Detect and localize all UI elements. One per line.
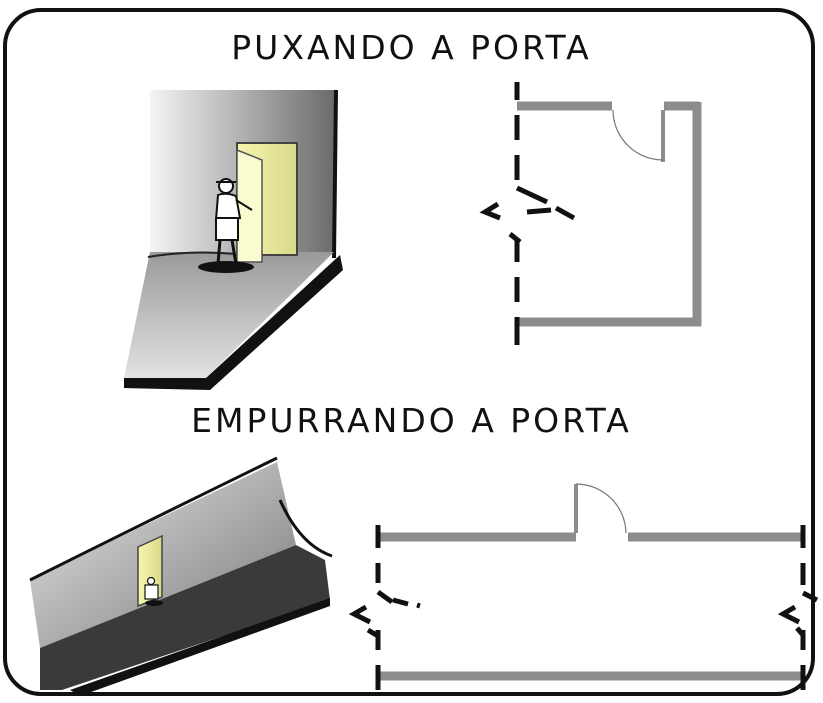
- title-pushing-door: Empurrando a Porta: [191, 401, 632, 440]
- push-door-plan: [348, 483, 819, 690]
- zigzag-break-icon: [348, 589, 421, 639]
- title-pulling-door: Puxando a Porta: [231, 28, 592, 67]
- push-door-illustration: [29, 456, 333, 696]
- zigzag-break-icon: [479, 185, 576, 244]
- pull-door-plan: [479, 82, 702, 345]
- zigzag-break-icon: [777, 590, 819, 637]
- person-figure-icon: [144, 576, 163, 606]
- pull-door-illustration: [124, 89, 343, 390]
- person-figure-icon: [198, 178, 254, 273]
